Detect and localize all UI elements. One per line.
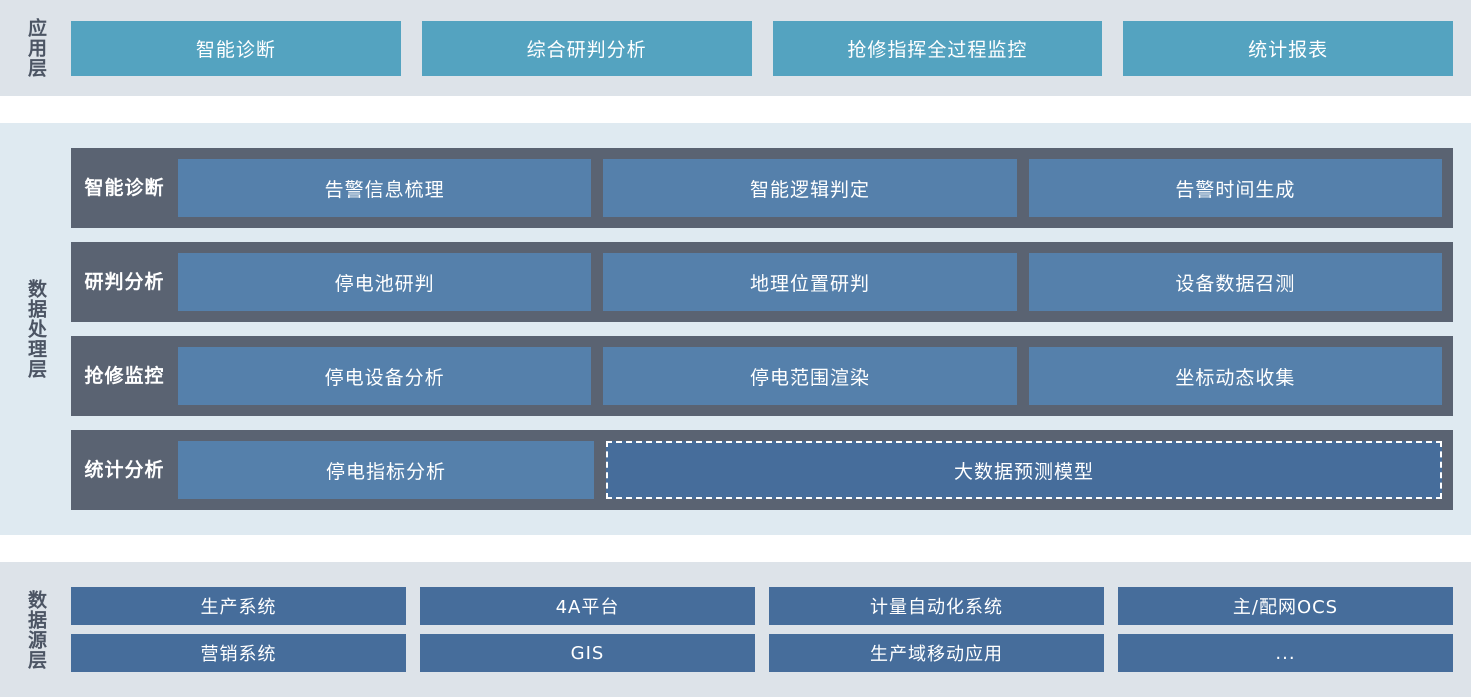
src-row-2: 营销系统 GIS 生产域移动应用 ... <box>71 634 1453 672</box>
proc-row-cells: 停电指标分析 大数据预测模型 <box>178 430 1453 510</box>
proc-row-analysis-judgement: 研判 分析 停电池研判 地理位置研判 设备数据召测 <box>71 242 1453 322</box>
proc-row-head-line2: 诊断 <box>124 176 165 199</box>
application-layer-label-text: 应用层 <box>24 18 47 78</box>
proc-cell-label: 停电范围渲染 <box>749 366 870 389</box>
proc-cell-label: 地理位置研判 <box>749 272 870 295</box>
src-card-more[interactable]: ... <box>1118 634 1453 672</box>
application-layer: 应用层 智能诊断 综合研判分析 抢修指挥全过程监控 统计报表 <box>0 0 1471 96</box>
proc-cell-label: 告警时间生成 <box>1175 178 1296 201</box>
proc-cell-outage-index-analysis[interactable]: 停电指标分析 <box>178 441 594 499</box>
proc-cell-label: 停电池研判 <box>334 272 435 295</box>
layer-gap-bottom <box>0 535 1471 562</box>
proc-row-head-repair-monitoring: 抢修 监控 <box>71 336 178 416</box>
app-card-label: 智能诊断 <box>195 38 276 61</box>
data-processing-rows: 智能 诊断 告警信息梳理 智能逻辑判定 告警时间生成 <box>71 123 1471 535</box>
proc-cell-label: 停电指标分析 <box>325 460 446 483</box>
src-card-label: 4A平台 <box>555 597 620 618</box>
proc-cell-alarm-info-sorting[interactable]: 告警信息梳理 <box>178 159 592 217</box>
proc-row-head-line2: 分析 <box>124 270 165 293</box>
app-card-label: 抢修指挥全过程监控 <box>847 38 1028 61</box>
proc-cell-label: 告警信息梳理 <box>324 178 445 201</box>
proc-cell-label: 停电设备分析 <box>324 366 445 389</box>
proc-cell-device-data-retrieval[interactable]: 设备数据召测 <box>1028 253 1442 311</box>
src-card-gis[interactable]: GIS <box>420 634 755 672</box>
src-card-label: 生产系统 <box>200 597 277 618</box>
proc-row-intelligent-diagnosis: 智能 诊断 告警信息梳理 智能逻辑判定 告警时间生成 <box>71 148 1453 228</box>
proc-cell-label: 大数据预测模型 <box>953 460 1094 483</box>
src-card-label: 营销系统 <box>200 644 277 665</box>
proc-row-head-line2: 监控 <box>124 364 165 387</box>
app-card-comprehensive-analysis[interactable]: 综合研判分析 <box>421 20 752 76</box>
app-card-label: 综合研判分析 <box>526 38 647 61</box>
data-source-rows: 生产系统 4A平台 计量自动化系统 主/配网OCS 营销系统 GIS <box>71 562 1471 697</box>
src-card-production-mobile-app[interactable]: 生产域移动应用 <box>769 634 1104 672</box>
proc-cell-alarm-time-generation[interactable]: 告警时间生成 <box>1028 159 1442 217</box>
src-card-metering-automation-system[interactable]: 计量自动化系统 <box>769 587 1104 625</box>
proc-row-head-statistical-analysis: 统计 分析 <box>71 430 178 510</box>
app-card-intelligent-diagnosis[interactable]: 智能诊断 <box>71 20 401 76</box>
proc-cell-outage-pool-judgement[interactable]: 停电池研判 <box>178 253 592 311</box>
data-processing-layer-label-text: 数据处理层 <box>24 279 47 379</box>
proc-cell-label: 设备数据召测 <box>1175 272 1296 295</box>
proc-cell-outage-range-rendering[interactable]: 停电范围渲染 <box>603 347 1017 405</box>
src-card-production-system[interactable]: 生产系统 <box>71 587 406 625</box>
src-card-label: 生产域移动应用 <box>870 644 1003 665</box>
proc-row-cells: 停电池研判 地理位置研判 设备数据召测 <box>178 242 1453 322</box>
proc-cell-coordinate-dynamic-collection[interactable]: 坐标动态收集 <box>1028 347 1442 405</box>
app-card-label: 统计报表 <box>1248 38 1329 61</box>
proc-row-head-line1: 智能 <box>84 176 125 199</box>
data-source-layer-label-text: 数据源层 <box>24 589 47 670</box>
proc-row-head-intelligent-diagnosis: 智能 诊断 <box>71 148 178 228</box>
src-card-label: ... <box>1275 642 1296 664</box>
src-card-label: 计量自动化系统 <box>870 597 1003 618</box>
proc-cell-intelligent-logic-judgement[interactable]: 智能逻辑判定 <box>603 159 1017 217</box>
proc-cell-label: 智能逻辑判定 <box>749 178 870 201</box>
application-layer-cards: 智能诊断 综合研判分析 抢修指挥全过程监控 统计报表 <box>71 0 1471 96</box>
layer-gap-top <box>0 96 1471 123</box>
proc-cell-label: 坐标动态收集 <box>1175 366 1296 389</box>
src-card-marketing-system[interactable]: 营销系统 <box>71 634 406 672</box>
application-layer-label: 应用层 <box>0 0 71 96</box>
src-row-1: 生产系统 4A平台 计量自动化系统 主/配网OCS <box>71 587 1453 625</box>
data-processing-layer-label: 数据处理层 <box>0 123 71 535</box>
app-card-repair-monitoring[interactable]: 抢修指挥全过程监控 <box>772 20 1103 76</box>
data-processing-layer: 数据处理层 智能 诊断 告警信息梳理 智能逻辑判定 告警时间生成 <box>0 123 1471 535</box>
src-card-label: GIS <box>570 642 605 664</box>
app-card-statistical-report[interactable]: 统计报表 <box>1123 20 1453 76</box>
src-card-label: 主/配网OCS <box>1232 597 1339 618</box>
proc-row-head-analysis-judgement: 研判 分析 <box>71 242 178 322</box>
data-source-layer: 数据源层 生产系统 4A平台 计量自动化系统 主/配网OCS 营销系统 <box>0 562 1471 697</box>
proc-cell-big-data-prediction-model[interactable]: 大数据预测模型 <box>606 441 1442 499</box>
proc-row-head-line1: 统计 <box>84 458 125 481</box>
proc-row-head-line2: 分析 <box>124 458 165 481</box>
proc-row-cells: 告警信息梳理 智能逻辑判定 告警时间生成 <box>178 148 1453 228</box>
proc-row-repair-monitoring: 抢修 监控 停电设备分析 停电范围渲染 坐标动态收集 <box>71 336 1453 416</box>
proc-cell-outage-device-analysis[interactable]: 停电设备分析 <box>178 347 592 405</box>
proc-row-statistical-analysis: 统计 分析 停电指标分析 大数据预测模型 <box>71 430 1453 510</box>
src-card-4a-platform[interactable]: 4A平台 <box>420 587 755 625</box>
src-card-main-distribution-ocs[interactable]: 主/配网OCS <box>1118 587 1453 625</box>
data-source-layer-label: 数据源层 <box>0 562 71 697</box>
proc-row-head-line1: 抢修 <box>84 364 125 387</box>
proc-row-head-line1: 研判 <box>84 270 125 293</box>
proc-row-cells: 停电设备分析 停电范围渲染 坐标动态收集 <box>178 336 1453 416</box>
proc-cell-geographic-location-judgement[interactable]: 地理位置研判 <box>603 253 1017 311</box>
